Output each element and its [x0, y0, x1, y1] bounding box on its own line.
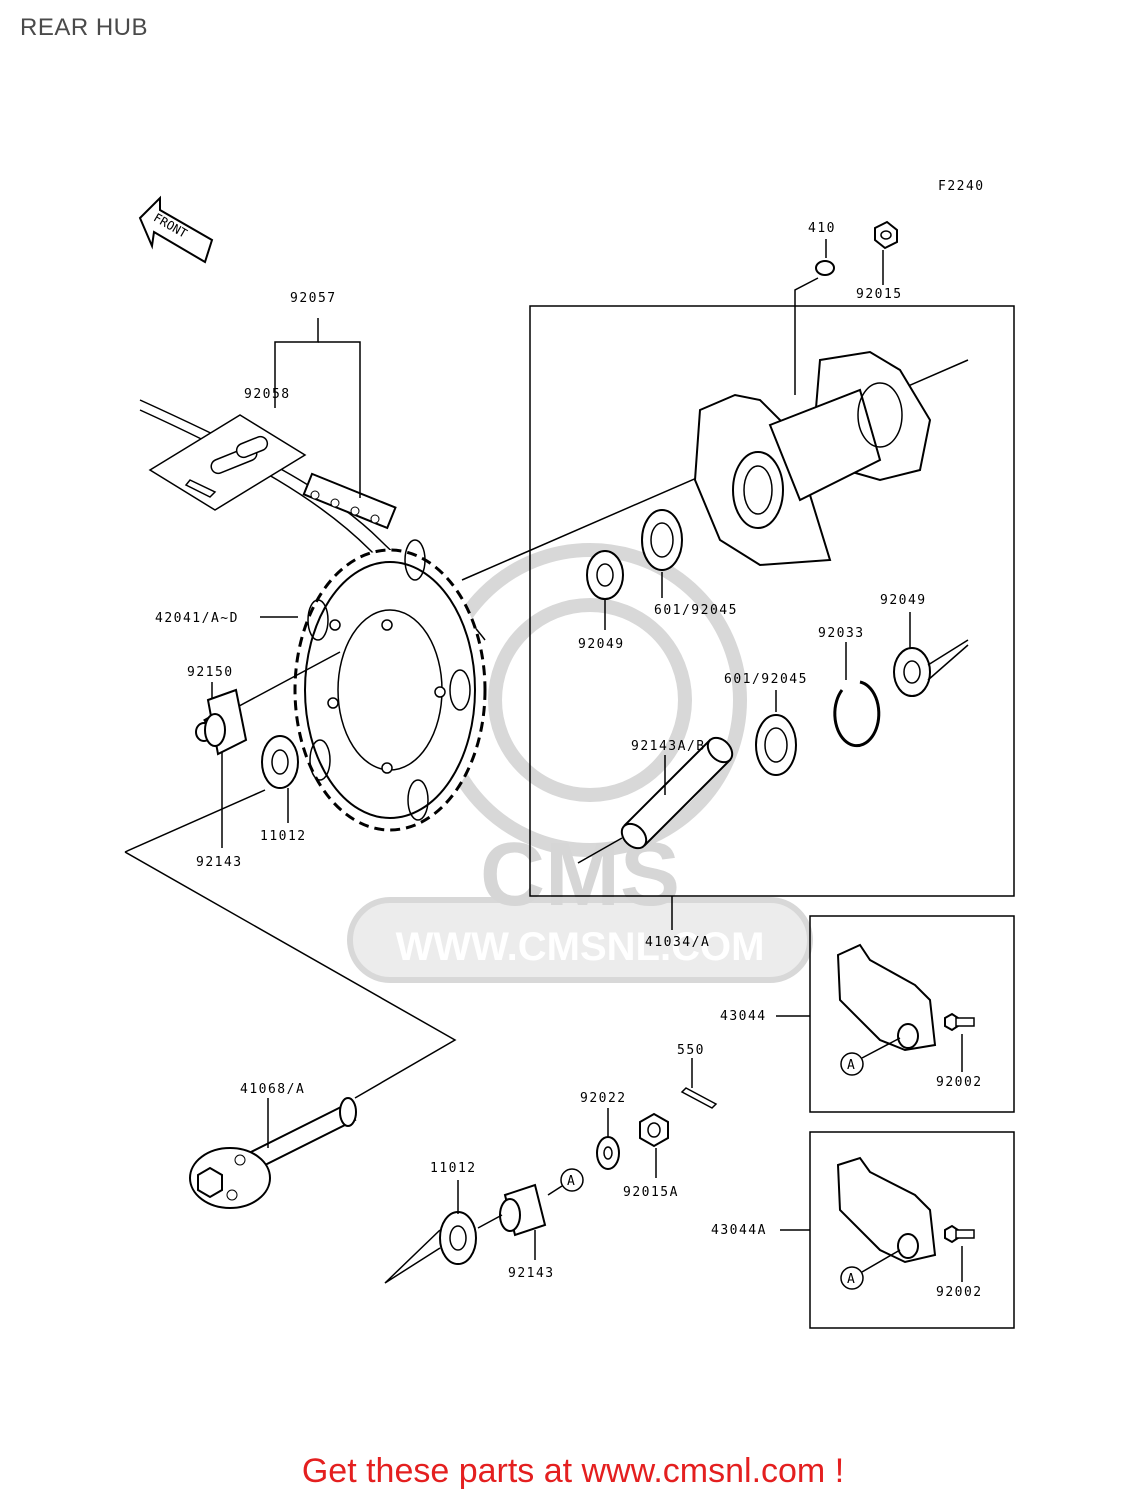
bolt-92002-lower[interactable]: [944, 1224, 975, 1244]
washer-92022[interactable]: [596, 1136, 620, 1170]
part-label-92057: 92057: [290, 291, 337, 306]
watermark-site: WWW.CMSNL.COM: [396, 925, 765, 969]
ref-label-a1: A: [567, 1174, 576, 1189]
part-label-43044: 43044: [720, 1009, 767, 1024]
caliper-bracket-43044[interactable]: [836, 943, 937, 1052]
page-title: REAR HUB: [20, 14, 149, 41]
part-label-92150: 92150: [187, 665, 234, 680]
collar-92143-upper[interactable]: [204, 688, 248, 756]
part-label-42041: 42041/A~D: [155, 611, 239, 626]
ref-label-a2: A: [847, 1058, 856, 1073]
washer-410[interactable]: [815, 260, 835, 276]
part-label-92143-a: 92143: [196, 855, 243, 870]
part-label-92022: 92022: [580, 1091, 627, 1106]
caliper-bracket-43044a[interactable]: [836, 1156, 937, 1264]
hub-assembly-frame: [529, 305, 1015, 897]
part-label-41034: 41034/A: [645, 935, 710, 950]
reference-a-upper: [840, 1052, 864, 1076]
front-arrow-icon: FRONT: [138, 195, 214, 264]
collar-92143-lower[interactable]: [499, 1183, 547, 1237]
seal-92049-right[interactable]: [893, 647, 931, 697]
part-label-43044a: 43044A: [711, 1223, 767, 1238]
seal-11012-lower[interactable]: [439, 1211, 477, 1265]
figure-code: F2240: [938, 179, 985, 194]
reference-a-lower: [840, 1266, 864, 1290]
part-label-601-a: 601/92045: [654, 603, 738, 618]
part-label-601-b: 601/92045: [724, 672, 808, 687]
rear-hub-body[interactable]: [461, 350, 969, 581]
seal-11012-upper[interactable]: [261, 735, 299, 789]
ref-label-a3: A: [847, 1272, 856, 1287]
caliper-bracket-43044-frame: [809, 915, 1015, 1113]
bearing-601-upper[interactable]: [641, 509, 683, 571]
spacer-92143ab[interactable]: [617, 733, 737, 853]
watermark: CMS WWW.CMSNL.COM: [347, 543, 813, 983]
part-label-92058: 92058: [244, 387, 291, 402]
part-label-550: 550: [677, 1043, 705, 1058]
part-label-92015a: 92015A: [623, 1185, 679, 1200]
nut-92015a[interactable]: [639, 1112, 669, 1148]
part-label-92049-b: 92049: [880, 593, 927, 608]
footer-promo-link[interactable]: Get these parts at www.cmsnl.com !: [301, 1452, 845, 1490]
part-label-92002-b: 92002: [936, 1285, 983, 1300]
axle-41068[interactable]: [189, 1097, 357, 1209]
part-label-92015: 92015: [856, 287, 903, 302]
seal-92049-left[interactable]: [586, 550, 624, 600]
rear-sprocket-42041[interactable]: [293, 539, 487, 832]
reference-a-axle: [560, 1168, 584, 1192]
bearing-601-lower[interactable]: [755, 714, 797, 776]
part-label-92002-a: 92002: [936, 1075, 983, 1090]
bolt-92002-upper[interactable]: [944, 1012, 975, 1032]
part-label-92049-a: 92049: [578, 637, 625, 652]
master-link-92058[interactable]: [148, 414, 307, 511]
part-label-92033: 92033: [818, 626, 865, 641]
nut-92015[interactable]: [874, 220, 898, 250]
cotter-pin-550[interactable]: [680, 1087, 718, 1109]
part-label-41068: 41068/A: [240, 1082, 305, 1097]
part-label-410: 410: [808, 221, 836, 236]
part-label-92143ab: 92143A/B: [631, 739, 706, 754]
part-label-11012-a: 11012: [260, 829, 307, 844]
part-label-11012-b: 11012: [430, 1161, 477, 1176]
circlip-92033[interactable]: [833, 680, 881, 748]
part-label-92143-b: 92143: [508, 1266, 555, 1281]
